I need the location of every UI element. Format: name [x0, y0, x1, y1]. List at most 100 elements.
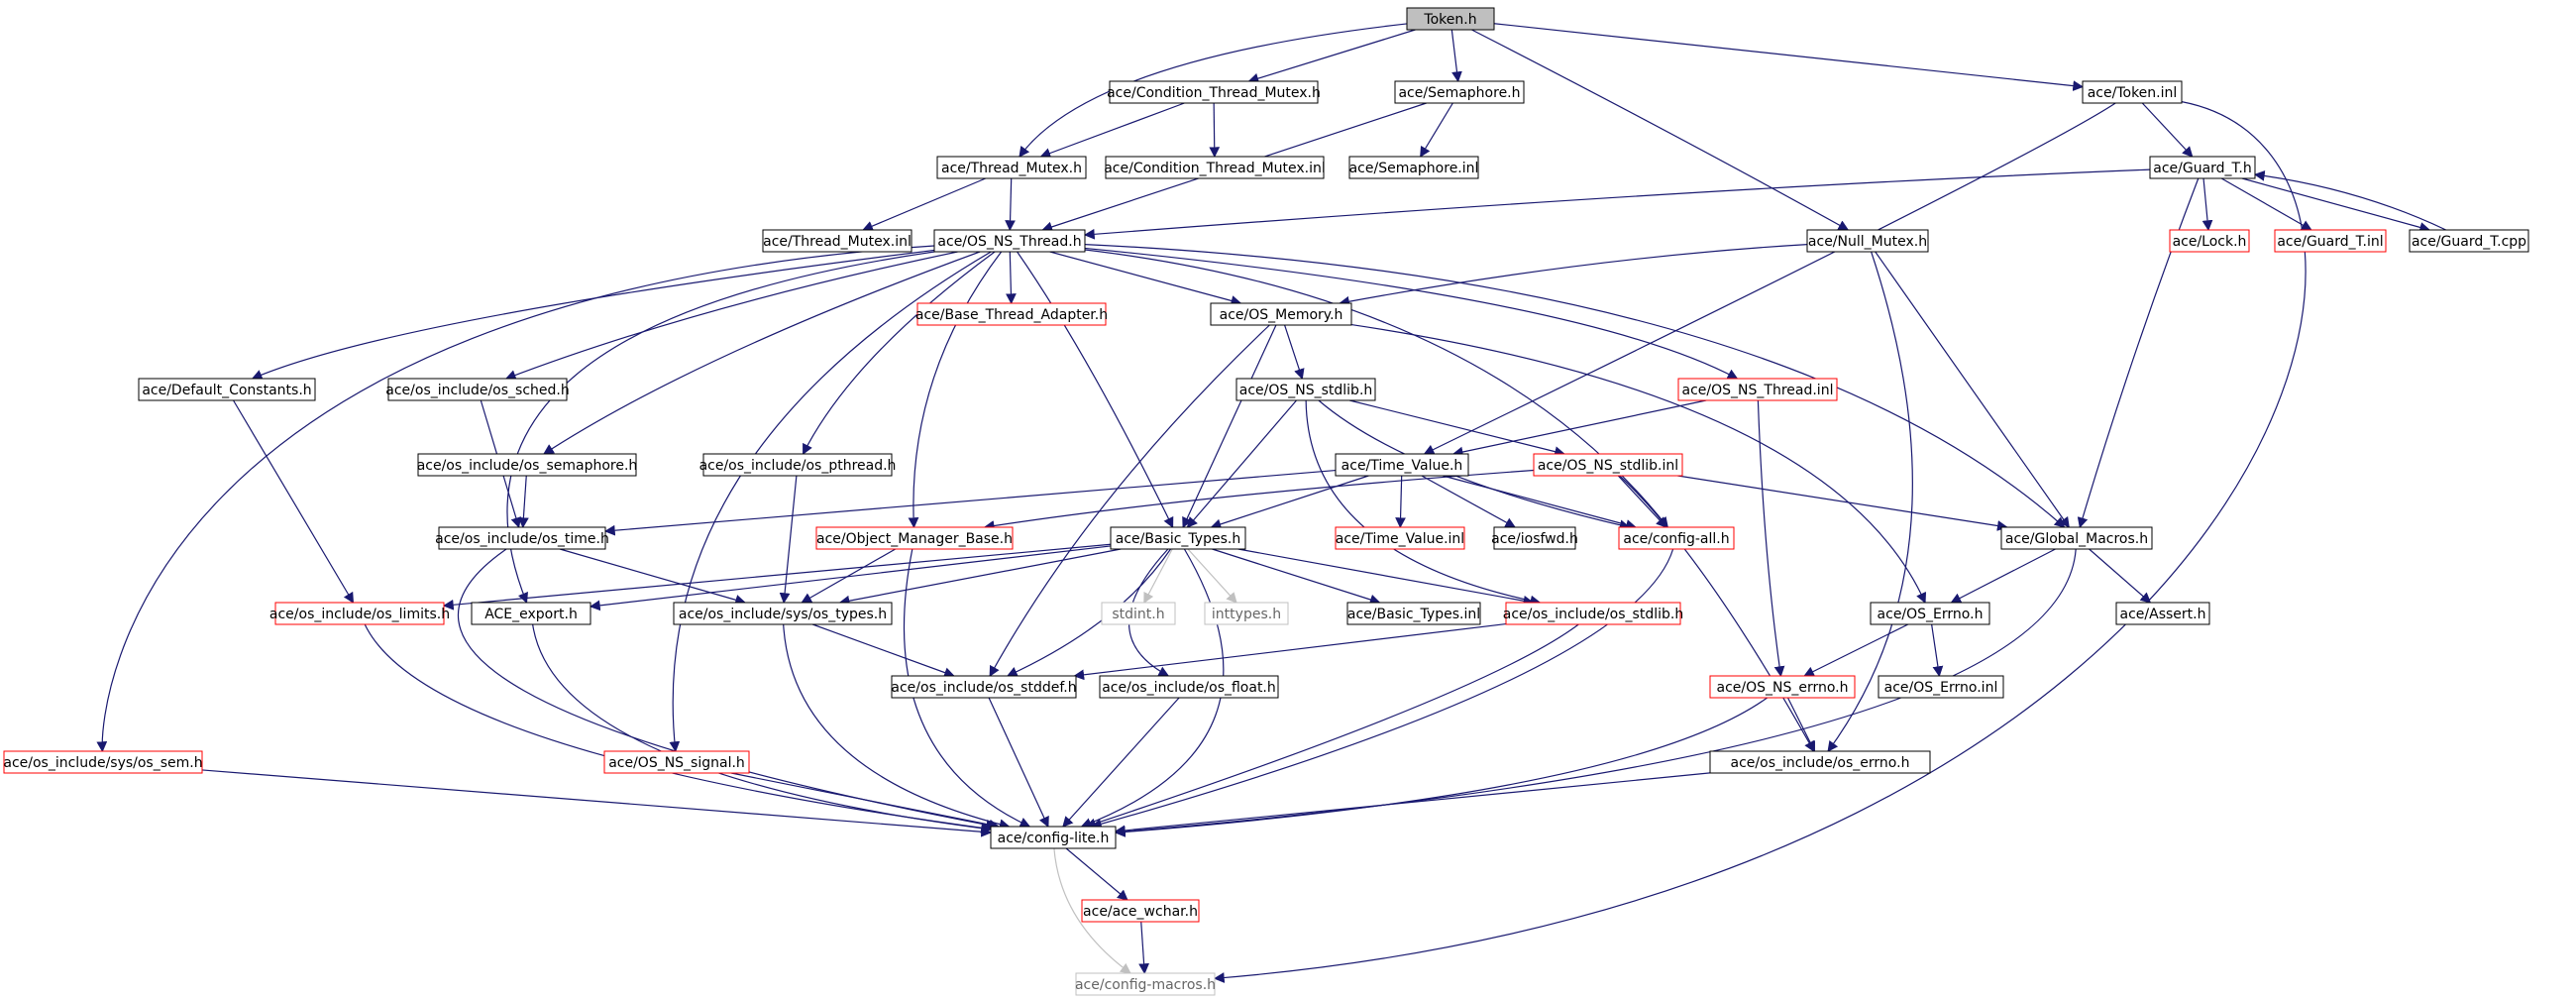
node-label: ace/Basic_Types.h — [1116, 531, 1240, 547]
node-basic-types-h[interactable]: ace/Basic_Types.h — [1110, 526, 1246, 550]
node-inttypes-h[interactable]: inttypes.h — [1204, 602, 1289, 625]
edge-guard_t_h-to-lock_h — [2201, 177, 2213, 232]
node-iosfwd-h[interactable]: ace/iosfwd.h — [1491, 526, 1578, 550]
node-label: ace/Basic_Types.inl — [1347, 607, 1480, 622]
node-box — [762, 229, 912, 253]
edge-os_types_h-to-os_stddef_h — [811, 623, 955, 678]
node-os-limits-h[interactable]: ace/os_include/os_limits.h — [269, 602, 450, 625]
node-os-time-h[interactable]: ace/os_include/os_time.h — [435, 526, 609, 550]
node-box — [1105, 156, 1325, 179]
node-label: ace/Thread_Mutex.inl — [763, 234, 912, 250]
node-box — [2149, 156, 2256, 179]
node-assert-h[interactable]: ace/Assert.h — [2115, 602, 2210, 625]
node-os-ns-stdlib-h[interactable]: ace/OS_NS_stdlib.h — [1235, 378, 1376, 401]
node-label: ace/os_include/os_limits.h — [269, 607, 450, 622]
node-os-sched-h[interactable]: ace/os_include/os_sched.h — [385, 378, 570, 401]
node-os-sem-h[interactable]: ace/os_include/sys/os_sem.h — [3, 750, 203, 774]
node-label: ace/config-macros.h — [1075, 977, 1216, 993]
node-os-ns-errno-h[interactable]: ace/OS_NS_errno.h — [1709, 675, 1856, 699]
node-label: ace/Token.inl — [2088, 85, 2178, 101]
node-time-value-inl[interactable]: ace/Time_Value.inl — [1335, 526, 1465, 550]
node-label: ace/OS_NS_stdlib.h — [1239, 383, 1373, 398]
node-box — [1335, 526, 1465, 550]
node-label: ace/Object_Manager_Base.h — [816, 531, 1013, 547]
node-box — [2082, 80, 2183, 104]
node-guard-t-inl[interactable]: ace/Guard_T.inl — [2274, 229, 2387, 253]
node-os-include-errno-h[interactable]: ace/os_include/os_errno.h — [1709, 750, 1931, 774]
node-label: ace/Lock.h — [2173, 234, 2247, 250]
node-null-mutex-h[interactable]: ace/Null_Mutex.h — [1806, 229, 1929, 253]
node-semaphore-inl[interactable]: ace/Semaphore.inl — [1348, 156, 1479, 179]
edge-os_stdlib_h-to-os_stddef_h — [1073, 622, 1507, 681]
node-label: ace/ace_wchar.h — [1083, 904, 1198, 920]
edge-os_ns_thread_h-to-default_constants_h — [251, 249, 935, 381]
edge-os_time_h-to-os_types_h — [559, 548, 746, 606]
node-box — [1109, 80, 1319, 104]
edge-basic_types_h-to-os_stdlib_h — [1237, 548, 1535, 607]
node-basic-types-inl[interactable]: ace/Basic_Types.inl — [1346, 602, 1481, 625]
node-box — [603, 750, 750, 774]
edge-guard_t_h-to-global_macros_h — [2077, 177, 2200, 529]
edge-time_value_h-to-config_all_h — [1443, 475, 1637, 530]
node-os-stdlib-h[interactable]: ace/os_include/os_stdlib.h — [1503, 602, 1683, 625]
node-token-inl[interactable]: ace/Token.inl — [2082, 80, 2183, 104]
node-label: ace/os_include/os_float.h — [1102, 680, 1276, 696]
node-os-types-h[interactable]: ace/os_include/sys/os_types.h — [673, 602, 893, 625]
edge-os_ns_thread_h-to-os_semaphore_h — [543, 251, 981, 455]
node-box — [138, 378, 316, 401]
node-stdint-h[interactable]: stdint.h — [1101, 602, 1176, 625]
node-default-constants-h[interactable]: ace/Default_Constants.h — [138, 378, 316, 401]
node-os-semaphore-h[interactable]: ace/os_include/os_semaphore.h — [417, 453, 638, 477]
node-os-errno-h-ns[interactable]: ace/OS_Errno.h — [1870, 602, 1990, 625]
node-semaphore-h[interactable]: ace/Semaphore.h — [1394, 80, 1525, 104]
node-object-manager-base-h[interactable]: ace/Object_Manager_Base.h — [815, 526, 1014, 550]
node-box — [438, 526, 606, 550]
edge-os_ns_thread_inl-to-os_ns_errno_h — [1757, 399, 1785, 678]
node-os-ns-signal-h[interactable]: ace/OS_NS_signal.h — [603, 750, 750, 774]
node-ace-export-h[interactable]: ACE_export.h — [471, 602, 591, 625]
node-guard-t-cpp[interactable]: ace/Guard_T.cpp — [2409, 229, 2529, 253]
node-thread-mutex-h[interactable]: ace/Thread_Mutex.h — [936, 156, 1087, 179]
edge-os_ns_thread_h-to-config_all_h — [1084, 249, 1668, 528]
edge-guard_t_h-to-os_ns_thread_h — [1083, 168, 2151, 240]
node-thread-mutex-inl[interactable]: ace/Thread_Mutex.inl — [762, 229, 912, 253]
node-os-pthread-h[interactable]: ace/os_include/os_pthread.h — [699, 453, 897, 477]
node-box — [1346, 602, 1481, 625]
node-global-macros-h[interactable]: ace/Global_Macros.h — [2000, 526, 2153, 550]
node-time-value-h[interactable]: ace/Time_Value.h — [1335, 453, 1469, 477]
node-cond-mutex-h[interactable]: ace/Condition_Thread_Mutex.h — [1107, 80, 1321, 104]
node-config-lite-h[interactable]: ace/config-lite.h — [990, 826, 1117, 849]
node-label: ace/Null_Mutex.h — [1808, 234, 1927, 250]
node-ace-wchar-h[interactable]: ace/ace_wchar.h — [1081, 899, 1200, 923]
node-os-ns-stdlib-inl[interactable]: ace/OS_NS_stdlib.inl — [1533, 453, 1683, 477]
node-os-memory-h[interactable]: ace/OS_Memory.h — [1210, 302, 1352, 326]
node-label: ace/OS_NS_Thread.inl — [1682, 383, 1834, 398]
edge-basic_types_h-to-ace_export_h — [589, 545, 1112, 611]
node-box — [1533, 453, 1683, 477]
node-box — [417, 453, 637, 477]
edge-os_memory_h-to-os_ns_stdlib_h — [1284, 324, 1305, 381]
node-config-all-h[interactable]: ace/config-all.h — [1618, 526, 1735, 550]
node-os-float-h[interactable]: ace/os_include/os_float.h — [1099, 675, 1279, 699]
node-os-errno-inl[interactable]: ace/OS_Errno.inl — [1878, 675, 2004, 699]
node-box — [1101, 602, 1176, 625]
node-base-thread-adapter-h[interactable]: ace/Base_Thread_Adapter.h — [915, 302, 1108, 326]
edges-layer — [96, 23, 2447, 983]
node-token-h[interactable]: Token.h — [1406, 7, 1495, 31]
node-os-ns-thread-inl[interactable]: ace/OS_NS_Thread.inl — [1677, 378, 1838, 401]
node-os-ns-thread-h[interactable]: ace/OS_NS_Thread.h — [933, 229, 1086, 253]
node-label: ace/os_include/os_pthread.h — [699, 458, 897, 474]
node-box — [891, 675, 1077, 699]
node-box — [1709, 675, 1856, 699]
node-guard-t-h[interactable]: ace/Guard_T.h — [2149, 156, 2256, 179]
edge-semaphore_h-to-semaphore_inl — [1420, 102, 1453, 158]
edge-os_memory_h-to-os_errno_h_ns — [1350, 323, 1927, 604]
node-os-stddef-h[interactable]: ace/os_include/os_stddef.h — [891, 675, 1077, 699]
node-config-macros-h[interactable]: ace/config-macros.h — [1075, 972, 1216, 996]
node-box — [1406, 7, 1495, 31]
edge-null_mutex_h-to-os_include_errno_h — [1827, 251, 1913, 752]
node-cond-mutex-inl[interactable]: ace/Condition_Thread_Mutex.inl — [1104, 156, 1326, 179]
edge-token_h-to-token_inl — [1493, 23, 2085, 91]
node-label: inttypes.h — [1212, 607, 1281, 622]
node-lock-h[interactable]: ace/Lock.h — [2169, 229, 2250, 253]
